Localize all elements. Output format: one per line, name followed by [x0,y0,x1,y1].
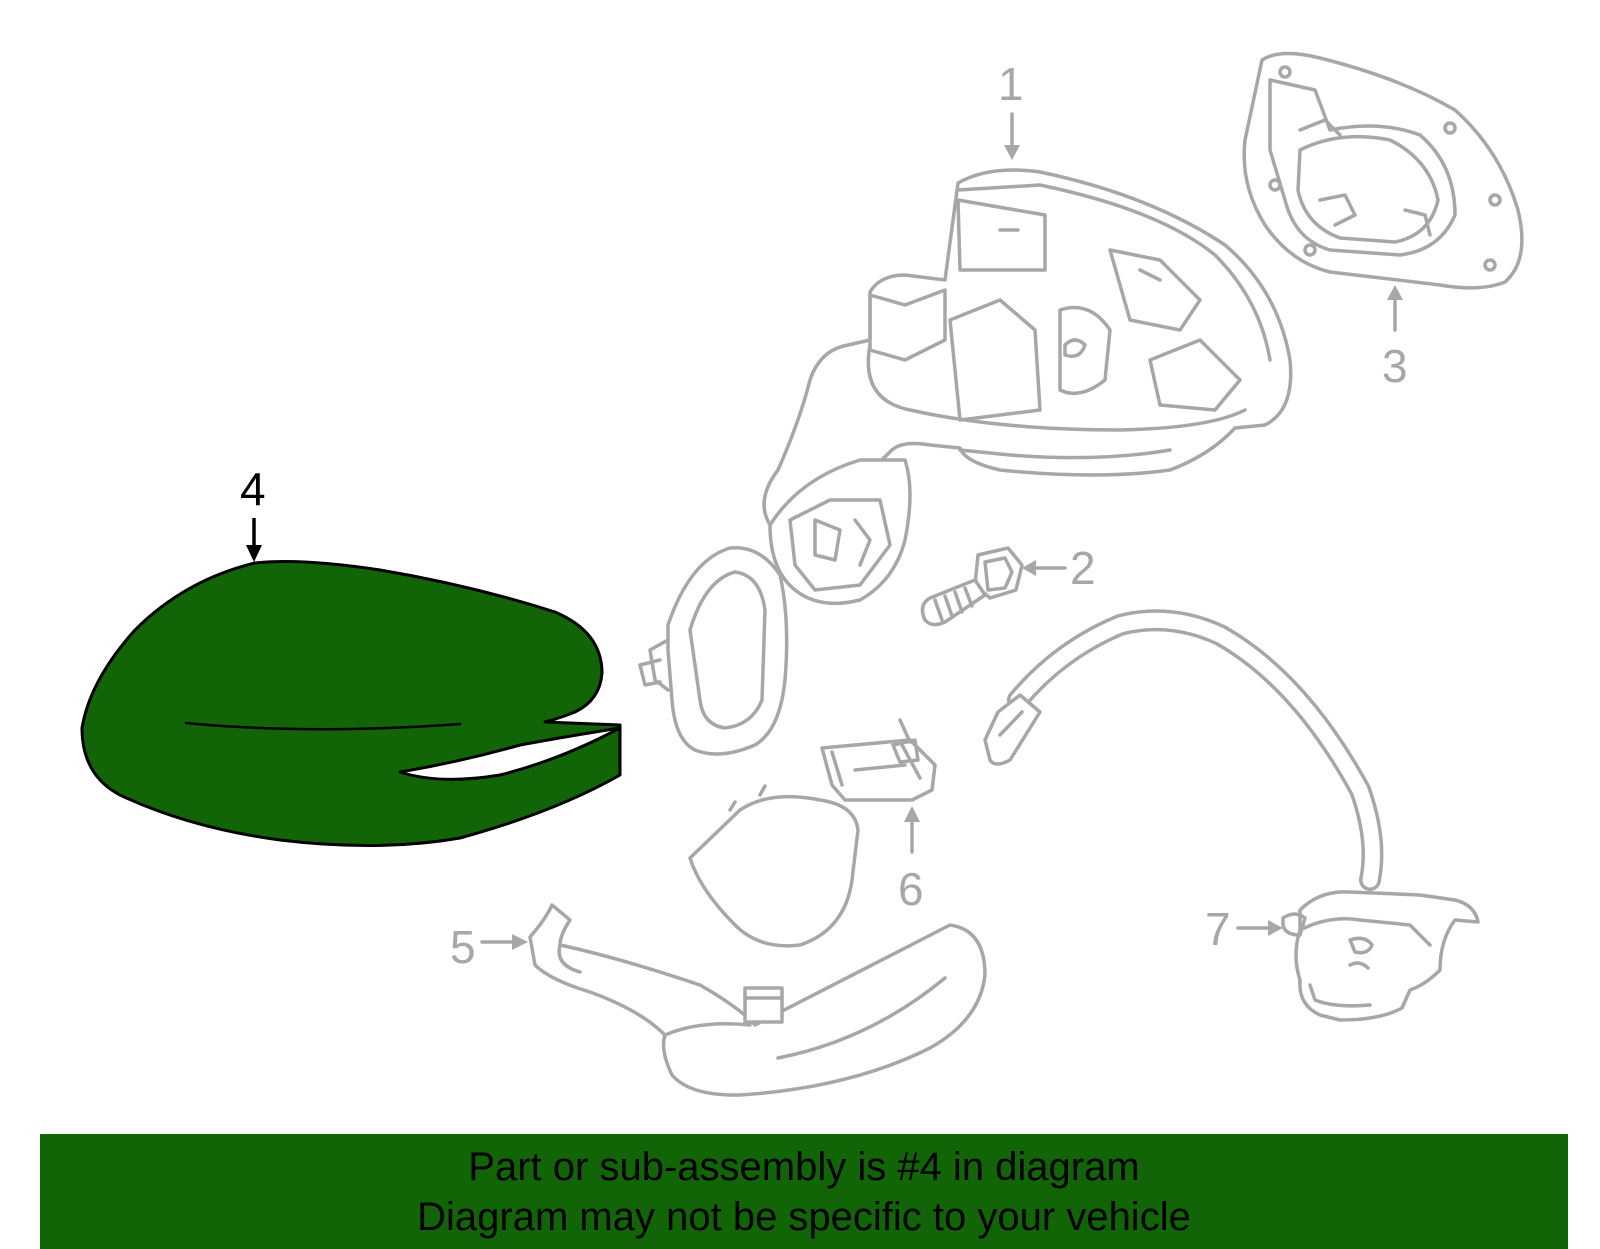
banner-line-2: Diagram may not be specific to your vehi… [417,1195,1191,1239]
banner-line-1: Part or sub-assembly is #4 in diagram [468,1145,1140,1189]
callout-1-label: 1 [998,58,1024,110]
part-7-camera-harness[interactable] [983,609,1480,1022]
callout-4-label: 4 [240,463,266,515]
callout-5-label: 5 [450,921,476,973]
callout-7-label: 7 [1205,903,1231,955]
info-banner: Part or sub-assembly is #4 in diagram Di… [40,1134,1568,1249]
callout-6-label: 6 [898,863,924,915]
part-5-turn-lamp[interactable] [528,903,987,1097]
part-2-bolt[interactable] [920,546,1024,627]
callout-2-label: 2 [1070,542,1096,594]
part-6-puddle-lamp[interactable] [688,718,937,948]
part-1-mirror-housing[interactable] [638,168,1293,756]
part-3-mirror-glass[interactable] [1242,51,1524,290]
part-4-mirror-cover[interactable] [80,560,622,848]
callout-3-label: 3 [1382,340,1408,392]
